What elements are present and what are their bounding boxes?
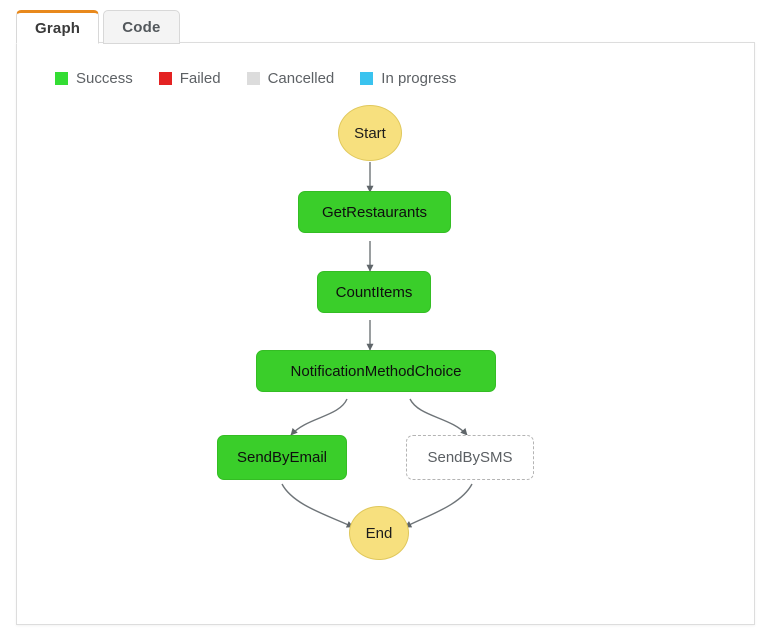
tab-graph-label: Graph bbox=[35, 19, 81, 37]
graph-panel: Success Failed Cancelled In progress bbox=[16, 42, 755, 625]
legend-swatch-failed bbox=[158, 72, 172, 85]
tab-code[interactable]: Code bbox=[103, 10, 180, 44]
edge-choice-to-sendbysms bbox=[409, 398, 468, 436]
graph-node-sendbysms[interactable]: SendBySMS bbox=[406, 435, 534, 480]
tab-bar: Graph Code bbox=[16, 8, 184, 44]
graph-node-getrestaurants-label: GetRestaurants bbox=[321, 203, 428, 221]
graph-node-end[interactable]: End bbox=[349, 506, 409, 560]
legend-item-success: Success bbox=[55, 70, 133, 87]
graph-node-sendbyemail[interactable]: SendByEmail bbox=[217, 435, 347, 480]
status-legend: Success Failed Cancelled In progress bbox=[55, 70, 456, 87]
graph-edges bbox=[281, 162, 473, 528]
graph-node-countitems[interactable]: CountItems bbox=[317, 271, 431, 313]
graph-node-start[interactable]: Start bbox=[338, 105, 402, 161]
edge-choice-to-sendbyemail bbox=[290, 398, 348, 436]
edge-sendbysms-to-end bbox=[404, 483, 473, 528]
graph-node-countitems-label: CountItems bbox=[335, 283, 413, 301]
legend-label-success: Success bbox=[76, 70, 133, 87]
graph-node-sendbyemail-label: SendByEmail bbox=[236, 449, 328, 466]
graph-node-notificationmethodchoice-label: NotificationMethodChoice bbox=[290, 362, 462, 380]
tab-code-label: Code bbox=[122, 18, 161, 36]
legend-swatch-in-progress bbox=[360, 72, 374, 85]
legend-label-failed: Failed bbox=[179, 70, 221, 87]
graph-node-start-label: Start bbox=[354, 124, 386, 142]
legend-item-failed: Failed bbox=[158, 70, 221, 87]
graph-node-getrestaurants[interactable]: GetRestaurants bbox=[298, 191, 451, 233]
legend-item-cancelled: Cancelled bbox=[246, 70, 335, 87]
edge-sendbyemail-to-end bbox=[281, 483, 354, 528]
legend-item-in-progress: In progress bbox=[360, 70, 456, 87]
legend-swatch-success bbox=[55, 72, 68, 85]
tab-graph[interactable]: Graph bbox=[16, 10, 100, 44]
graph-canvas: Start GetRestaurants CountItems Notifica… bbox=[17, 43, 754, 624]
graph-node-end-label: End bbox=[365, 524, 393, 542]
legend-swatch-cancelled bbox=[246, 72, 260, 85]
legend-label-cancelled: Cancelled bbox=[267, 70, 335, 87]
legend-label-in-progress: In progress bbox=[381, 70, 457, 87]
graph-node-sendbysms-label: SendBySMS bbox=[427, 449, 513, 466]
graph-node-notificationmethodchoice[interactable]: NotificationMethodChoice bbox=[256, 350, 496, 392]
